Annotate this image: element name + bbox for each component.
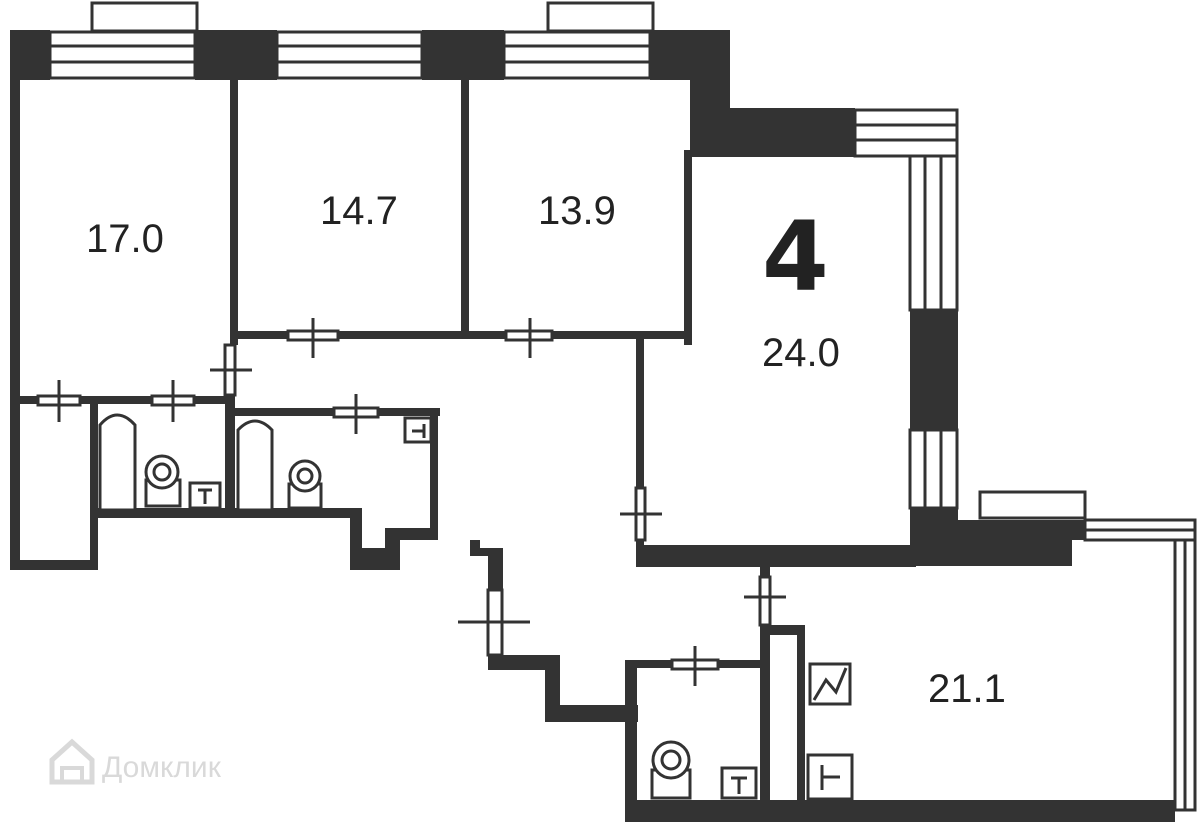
room-area-14: 14.7 (320, 189, 398, 233)
room-labels: 17.0 14.7 13.9 4 24.0 21.1 (86, 189, 1006, 711)
room-area-24: 24.0 (762, 331, 840, 375)
house-logo-icon (49, 738, 95, 785)
windows (48, 1, 1197, 812)
watermark-text: Домклик (102, 751, 222, 784)
doors (36, 318, 786, 686)
watermark: Домклик (49, 738, 222, 785)
room-area-13: 13.9 (538, 189, 616, 233)
fixtures (98, 413, 854, 801)
room-area-17: 17.0 (86, 217, 164, 261)
apartment-number: 4 (762, 201, 829, 313)
room-area-21: 21.1 (928, 667, 1006, 711)
